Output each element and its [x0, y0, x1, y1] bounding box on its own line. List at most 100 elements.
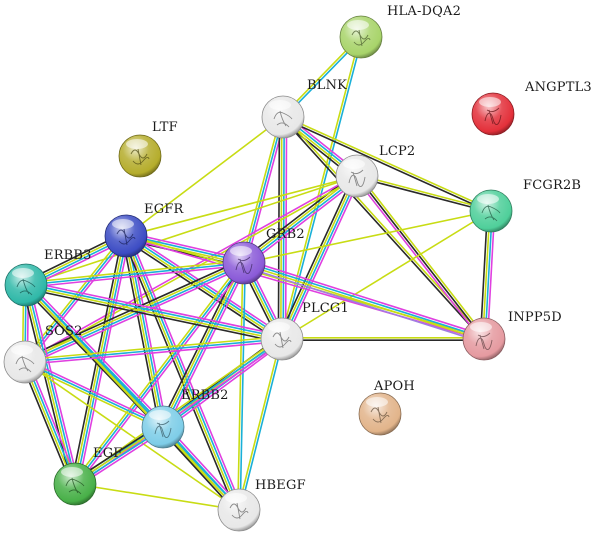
edge-grb2-inpp5d	[242, 258, 486, 344]
protein-structure-icon	[235, 256, 253, 274]
edge-line-textmining	[358, 173, 487, 339]
edge-line-textmining	[356, 174, 493, 211]
sphere-highlight	[479, 97, 501, 107]
edge-line-database	[239, 262, 246, 511]
edge-line-textmining	[74, 483, 240, 511]
node-plcg1[interactable]: PLCG1	[260, 301, 349, 361]
protein-structure-icon	[130, 148, 150, 166]
edge-lcp2-inpp5d	[354, 173, 487, 342]
node-label: HLA-DQA2	[387, 4, 461, 19]
node-label: FCGR2B	[523, 178, 581, 193]
edge-line-database	[239, 338, 284, 512]
edge-line-database	[125, 234, 284, 339]
edge-lcp2-erbb3	[25, 175, 358, 286]
protein-structure-icon	[116, 228, 136, 246]
sphere-highlight	[126, 139, 148, 149]
edge-line-coexpression	[277, 173, 355, 339]
edge-line-textmining	[124, 235, 239, 512]
edge-line-coexpression	[123, 238, 281, 343]
edge-line-database	[26, 283, 77, 485]
protein-structure-icon	[154, 420, 172, 438]
edge-line-textmining	[24, 361, 240, 511]
edge-line-database	[25, 283, 284, 339]
node-ltf[interactable]: LTF	[118, 120, 178, 178]
edge-lcp2-grb2	[241, 172, 360, 267]
edge-line-textmining	[242, 263, 485, 341]
node-grb2[interactable]: GRB2	[222, 227, 305, 285]
edge-plcg1-sos2	[23, 335, 284, 366]
node-inpp5d[interactable]: INPP5D	[462, 310, 562, 361]
edge-line-database	[24, 361, 164, 428]
edge-egf-hbegf	[74, 483, 240, 511]
edge-egfr-erbb2	[121, 234, 168, 429]
protein-structure-icon	[16, 278, 36, 296]
node-apoh[interactable]: APOH	[358, 379, 415, 436]
node-label: LTF	[152, 120, 178, 135]
edge-line-coexpression	[479, 210, 489, 340]
sphere-highlight	[230, 246, 252, 256]
edge-line-textmining	[124, 235, 163, 429]
node-erbb3[interactable]: ERBB3	[4, 248, 92, 307]
node-label: APOH	[373, 379, 415, 394]
edge-line-experimental	[244, 258, 486, 337]
edge-line-textmining	[282, 115, 493, 211]
edge-line-textmining	[242, 174, 358, 263]
edge-line-coexpression	[241, 172, 356, 261]
edge-lcp2-fcgr2b	[355, 174, 493, 213]
edge-line-textmining	[23, 363, 163, 430]
protein-structure-icon	[484, 107, 502, 125]
node-label: ERBB2	[181, 388, 229, 403]
edge-line-database	[26, 283, 241, 510]
node-label: INPP5D	[508, 310, 562, 325]
edge-line-textmining	[25, 175, 358, 286]
node-erbb2[interactable]: ERBB2	[141, 388, 229, 449]
edge-line-textmining	[125, 175, 358, 237]
edge-line-textmining	[124, 236, 283, 341]
sphere-highlight	[269, 100, 291, 110]
node-label: GRB2	[266, 227, 305, 242]
sphere-highlight	[366, 397, 388, 407]
node-egf[interactable]: EGF	[53, 446, 123, 506]
edge-line-experimental	[76, 263, 247, 487]
edge-line-experimental	[284, 176, 362, 342]
node-sos2[interactable]: SOS2	[3, 324, 83, 384]
edge-line-database	[25, 262, 245, 286]
node-label: ANGPTL3	[524, 80, 592, 95]
edge-line-experimental	[27, 359, 80, 484]
protein-structure-icon	[229, 502, 249, 520]
edge-erbb3-plcg1	[24, 280, 284, 344]
edge-line-homology	[242, 265, 484, 344]
edge-line-experimental	[25, 265, 247, 367]
protein-structure-icon	[351, 29, 371, 47]
edge-line-textmining	[281, 210, 492, 340]
sphere-highlight	[477, 194, 499, 204]
edge-egfr-plcg1	[123, 232, 285, 343]
node-blnk[interactable]: BLNK	[261, 78, 347, 139]
edge-line-coexpression	[277, 116, 281, 340]
edge-line-experimental	[25, 280, 284, 337]
edge-grb2-erbb3	[24, 259, 246, 289]
node-angptl3[interactable]: ANGPTL3	[471, 80, 592, 136]
node-hbegf[interactable]: HBEGF	[217, 478, 306, 532]
edge-blnk-fcgr2b	[281, 115, 493, 213]
protein-structure-icon	[481, 204, 501, 222]
edge-line-textmining	[24, 285, 239, 512]
edge-line-coexpression	[121, 236, 237, 513]
edge-line-textmining	[280, 174, 357, 340]
node-egfr[interactable]: EGFR	[104, 202, 184, 258]
sphere-highlight	[225, 493, 247, 503]
edge-line-experimental	[25, 359, 165, 426]
edge-line-experimental	[165, 263, 249, 430]
node-fcgr2b[interactable]: FCGR2B	[469, 178, 581, 233]
edge-line-database	[126, 234, 241, 511]
edge-plcg1-inpp5d	[281, 336, 485, 342]
node-hla-dqa2[interactable]: HLA-DQA2	[339, 4, 461, 59]
edge-sos2-egf	[20, 359, 80, 487]
sphere-highlight	[12, 268, 34, 278]
node-label: SOS2	[45, 324, 83, 339]
edge-line-textmining	[125, 116, 284, 237]
edge-sos2-erbb2	[23, 359, 165, 430]
edge-line-experimental	[28, 283, 80, 484]
node-lcp2[interactable]: LCP2	[335, 144, 415, 198]
edge-fcgr2b-plcg1	[281, 210, 492, 340]
